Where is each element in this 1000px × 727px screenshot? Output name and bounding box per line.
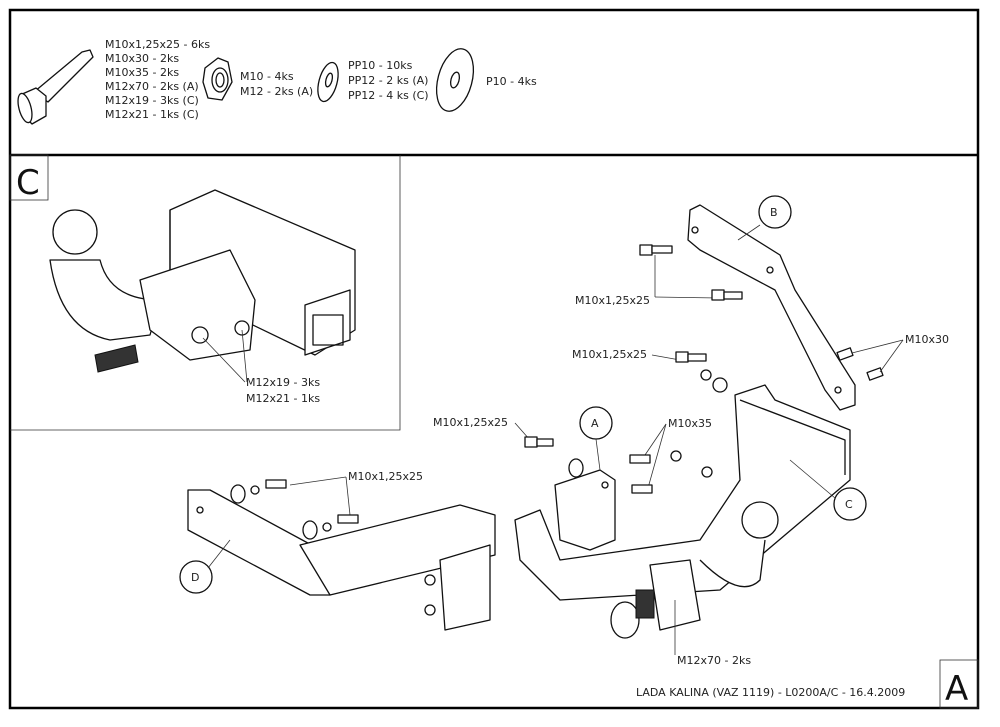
bolt-icon: [639, 244, 884, 381]
part-label-b: B: [770, 206, 778, 219]
part-label-a: A: [591, 417, 599, 430]
bracket-a-illustration: [554, 469, 616, 551]
callout-bracket-a-bolts: M10x1,25x25: [433, 416, 508, 429]
callout-m12x70: M12x70 - 2ks: [677, 654, 751, 667]
nut-spec: M12 - 2ks (A): [240, 85, 313, 98]
bracket-d-illustration: [187, 489, 496, 631]
callout-m10x30: M10x30: [905, 333, 949, 346]
title-block-text: LADA KALINA (VAZ 1119) - L0200A/C - 16.4…: [636, 686, 905, 699]
nut-icon: [202, 57, 233, 101]
callout-bracket-d-bolts: M10x1,25x25: [348, 470, 423, 483]
detail-c-tow-ball-illustration: [49, 189, 356, 373]
bolt-spec: M12x70 - 2ks (A): [105, 80, 199, 93]
detail-c-callout: M12x19 - 3ks: [246, 376, 320, 389]
bolt-icon: [524, 436, 713, 494]
flat-washer-icon: [435, 48, 475, 112]
washer-spec: PP10 - 10ks: [348, 59, 413, 72]
part-label-circle-d: [179, 560, 213, 594]
washer-spec: P10 - 4ks: [486, 75, 537, 88]
part-label-circle-c: [833, 487, 867, 521]
bolt-spec: M12x21 - 1ks (C): [105, 108, 199, 121]
bolt-spec: M10x1,25x25 - 6ks: [105, 38, 210, 51]
bolt-icon: [17, 49, 94, 125]
part-label-c: C: [845, 498, 853, 511]
bolt-spec: M10x35 - 2ks: [105, 66, 179, 79]
sheet-letter-box: [939, 659, 979, 709]
detail-c-label-box: [9, 154, 49, 201]
drawing-frame: [8, 8, 980, 710]
bolt-spec: M10x30 - 2ks: [105, 52, 179, 65]
callout-m10x35: M10x35: [668, 417, 712, 430]
callout-crossbar-bolts: M10x1,25x25: [572, 348, 647, 361]
washer-spec: PP12 - 4 ks (C): [348, 89, 429, 102]
nut-spec: M10 - 4ks: [240, 70, 294, 83]
bolt-icon: [230, 479, 436, 616]
detail-c-box: [10, 155, 401, 431]
sheet-letter: A: [945, 669, 968, 709]
spring-washer-icon: [317, 61, 339, 103]
washer-spec: PP12 - 2 ks (A): [348, 74, 428, 87]
bracket-b-illustration: [687, 204, 856, 411]
part-label-d: D: [191, 571, 199, 584]
bolt-spec: M12x19 - 3ks (C): [105, 94, 199, 107]
part-label-circle-b: [758, 195, 792, 229]
detail-c-callout: M12x21 - 1ks: [246, 392, 320, 405]
crossbar-c-illustration: [514, 384, 851, 639]
detail-c-label: C: [16, 163, 40, 203]
bolt-icon: [675, 351, 728, 393]
callout-b-bolts: M10x1,25x25: [575, 294, 650, 307]
